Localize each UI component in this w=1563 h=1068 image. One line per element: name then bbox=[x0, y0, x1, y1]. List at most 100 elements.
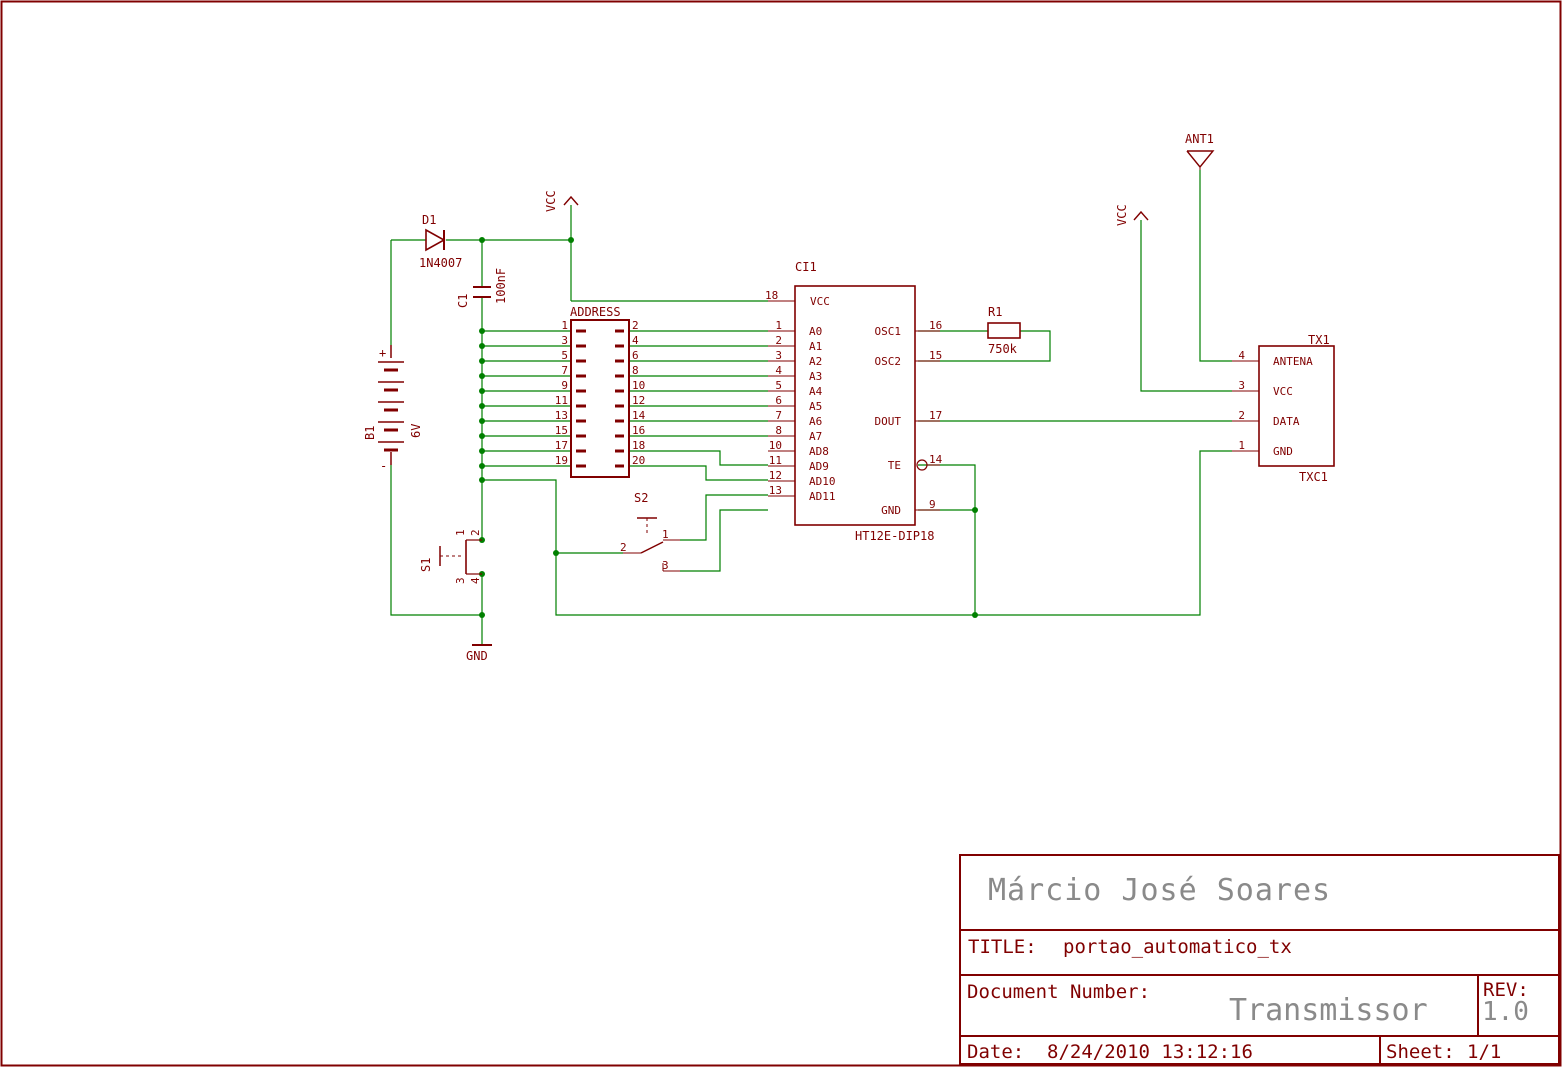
ci1-pin-name: A2 bbox=[809, 355, 822, 368]
tx1-ref: TX1 bbox=[1308, 333, 1330, 347]
ci1-pin-name: OSC2 bbox=[875, 355, 902, 368]
tx1-pin-name: VCC bbox=[1273, 385, 1293, 398]
address-pin-right: 18 bbox=[632, 439, 645, 452]
address-pin-left: 5 bbox=[561, 349, 568, 362]
ci1-pin-number: 1 bbox=[775, 319, 782, 332]
ci1-pin-number: 4 bbox=[775, 364, 782, 377]
address-name: ADDRESS bbox=[570, 305, 621, 319]
junction-dot bbox=[479, 403, 485, 409]
ic-ci1[interactable]: CI1 HT12E-DIP18 VCC 18 A01A12A23A34A45A5… bbox=[765, 260, 943, 543]
address-pin-left: 17 bbox=[555, 439, 568, 452]
tx1-pin-name: ANTENA bbox=[1273, 355, 1313, 368]
address-pin-left: 3 bbox=[561, 334, 568, 347]
ci1-pin-number: 10 bbox=[769, 439, 782, 452]
d1-value: 1N4007 bbox=[419, 256, 462, 270]
address-pin-left: 15 bbox=[555, 424, 568, 437]
ci1-pin-name: A0 bbox=[809, 325, 822, 338]
author-name: Márcio José Soares bbox=[988, 873, 1331, 908]
ci1-pin-name: A6 bbox=[809, 415, 822, 428]
address-pin-right: 20 bbox=[632, 454, 645, 467]
ci1-pin-name: A1 bbox=[809, 340, 822, 353]
tx1-value: TXC1 bbox=[1299, 470, 1328, 484]
ci1-pin-number: 12 bbox=[769, 469, 782, 482]
b1-ref: B1 bbox=[363, 426, 377, 440]
tx1-pin-number: 4 bbox=[1238, 349, 1245, 362]
gnd-symbol: GND bbox=[466, 644, 492, 663]
junction-dot bbox=[479, 237, 485, 243]
junction-dot bbox=[479, 388, 485, 394]
battery-b1[interactable]: + - B1 6V bbox=[363, 345, 423, 473]
ci1-vcc-pin: 18 bbox=[765, 289, 778, 302]
ci1-pin-name: A3 bbox=[809, 370, 822, 383]
ci1-pin-number: 14 bbox=[929, 453, 943, 466]
switch-s2[interactable]: S2 1 2 3 bbox=[620, 491, 680, 572]
junction-dot bbox=[479, 418, 485, 424]
ci1-pin-number: 17 bbox=[929, 409, 942, 422]
s1-ref: S1 bbox=[419, 558, 433, 572]
s2-pin-1: 1 bbox=[662, 528, 669, 541]
junction-dot bbox=[479, 358, 485, 364]
ci1-pin-number: 2 bbox=[775, 334, 782, 347]
address-pin-right: 8 bbox=[632, 364, 639, 377]
junction-dot bbox=[479, 477, 485, 483]
address-pin-right: 2 bbox=[632, 319, 639, 332]
ant1-ref: ANT1 bbox=[1185, 132, 1214, 146]
vcc-symbol-right: VCC bbox=[1115, 204, 1149, 226]
sheet-value: 1/1 bbox=[1467, 1041, 1501, 1063]
ci1-pin-number: 3 bbox=[775, 349, 782, 362]
ci1-pin-number: 5 bbox=[775, 379, 782, 392]
title-label: TITLE: bbox=[968, 936, 1037, 958]
d1-ref: D1 bbox=[422, 213, 436, 227]
b1-minus: - bbox=[380, 459, 387, 473]
resistor-r1[interactable]: R1 750k bbox=[987, 305, 1021, 356]
address-pin-right: 12 bbox=[632, 394, 645, 407]
capacitor-c1[interactable]: C1 100nF bbox=[456, 268, 508, 308]
gnd-label: GND bbox=[466, 649, 488, 663]
sheet-label: Sheet: bbox=[1386, 1041, 1455, 1063]
switch-s1[interactable]: S1 1 2 3 4 bbox=[419, 529, 482, 584]
junction-dot bbox=[479, 612, 485, 618]
s1-pin-1: 1 bbox=[454, 529, 467, 536]
tx1-pin-name: GND bbox=[1273, 445, 1293, 458]
junction-dot bbox=[479, 463, 485, 469]
title-block: Márcio José Soares TITLE: portao_automat… bbox=[959, 854, 1560, 1065]
ci1-pin-number: 13 bbox=[769, 484, 782, 497]
junction-dot bbox=[553, 550, 559, 556]
junction-dot bbox=[972, 507, 978, 513]
s2-ref: S2 bbox=[634, 491, 648, 505]
tx1-pin-name: DATA bbox=[1273, 415, 1300, 428]
c1-value: 100nF bbox=[494, 268, 508, 304]
ci1-pin-number: 8 bbox=[775, 424, 782, 437]
ci1-pin-name: AD10 bbox=[809, 475, 836, 488]
ci1-pin-name: AD11 bbox=[809, 490, 836, 503]
address-pin-right: 16 bbox=[632, 424, 645, 437]
ci1-pin-number: 15 bbox=[929, 349, 942, 362]
document-number-value: Transmissor bbox=[1229, 993, 1428, 1028]
address-pin-left: 7 bbox=[561, 364, 568, 377]
ci1-pin-name: AD8 bbox=[809, 445, 829, 458]
b1-plus: + bbox=[379, 346, 386, 360]
title-value: portao_automatico_tx bbox=[1063, 936, 1292, 958]
ci1-pin-name: A5 bbox=[809, 400, 822, 413]
junction-dot bbox=[479, 433, 485, 439]
antenna-ant1[interactable]: ANT1 bbox=[1185, 132, 1215, 170]
diode-d1[interactable]: D1 1N4007 bbox=[419, 213, 462, 270]
address-wires bbox=[482, 330, 768, 467]
ci1-pin-number: 6 bbox=[775, 394, 782, 407]
s1-pin-4: 4 bbox=[469, 577, 482, 584]
tx1-pin-number: 3 bbox=[1238, 379, 1245, 392]
junction-dot bbox=[568, 237, 574, 243]
ci1-value: HT12E-DIP18 bbox=[855, 529, 934, 543]
junction-dot bbox=[972, 612, 978, 618]
b1-value: 6V bbox=[409, 424, 423, 438]
address-pin-left: 13 bbox=[555, 409, 568, 422]
ci1-pin-name: TE bbox=[888, 459, 901, 472]
ci1-pin-name: A7 bbox=[809, 430, 822, 443]
ci1-pin-name: GND bbox=[881, 504, 901, 517]
s1-pin-3: 3 bbox=[454, 577, 467, 584]
date-label: Date: bbox=[967, 1041, 1024, 1063]
